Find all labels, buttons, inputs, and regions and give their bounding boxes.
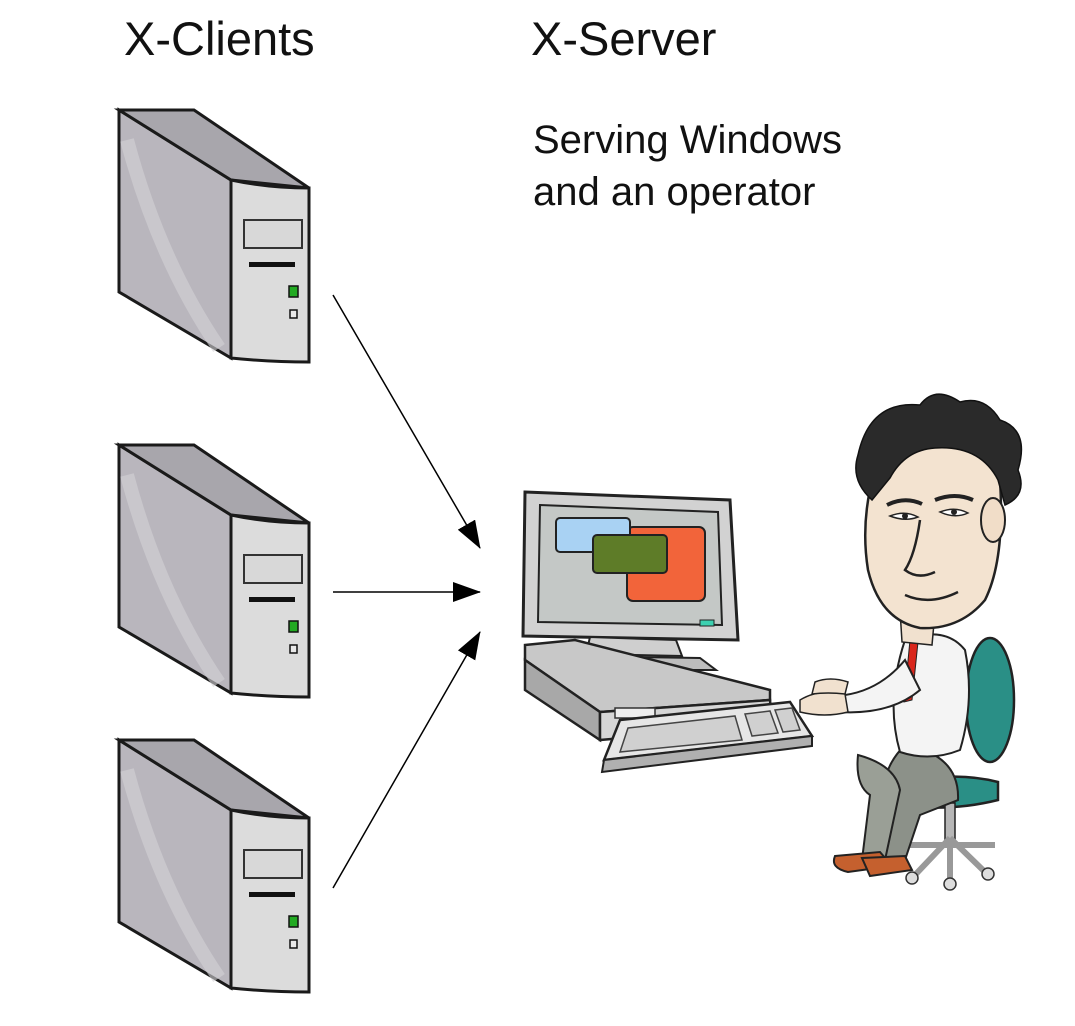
server-description: Serving Windows and an operator [533, 114, 842, 218]
clients-heading: X-Clients [124, 12, 315, 65]
client-tower-bottom [119, 740, 309, 992]
server-description-line-1: Serving Windows [533, 118, 843, 162]
operator-person-icon [799, 393, 1023, 891]
arrow-bottom-client [332, 631, 481, 889]
server-description-line-2: and an operator [533, 170, 816, 214]
client-tower-top [119, 110, 309, 362]
server-heading: X-Server [531, 12, 717, 65]
client-tower-middle [119, 445, 309, 697]
screen-window-green [592, 534, 668, 574]
arrow-top-client [332, 294, 481, 549]
workstation-computer-icon [521, 490, 815, 774]
